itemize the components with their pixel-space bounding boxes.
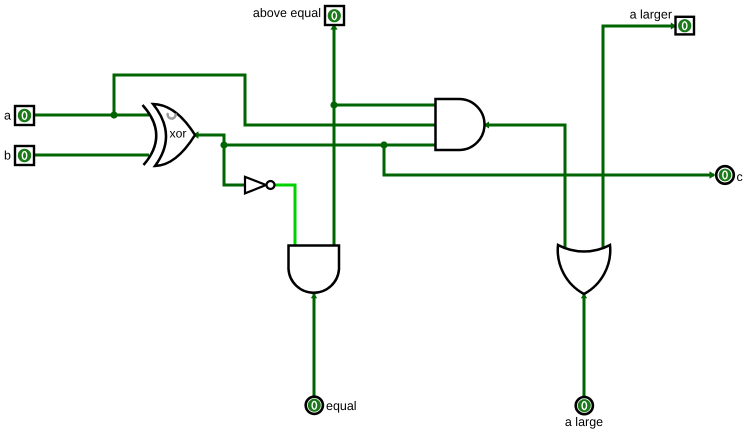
svg-text:xor: xor [170,127,187,141]
svg-text:b: b [4,149,11,163]
svg-text:a large: a large [565,415,603,429]
svg-text:c: c [737,170,743,184]
svg-text:a: a [4,109,11,123]
svg-text:equal: equal [326,399,357,413]
svg-text:a larger: a larger [630,8,672,22]
svg-text:above equal: above equal [253,6,321,20]
